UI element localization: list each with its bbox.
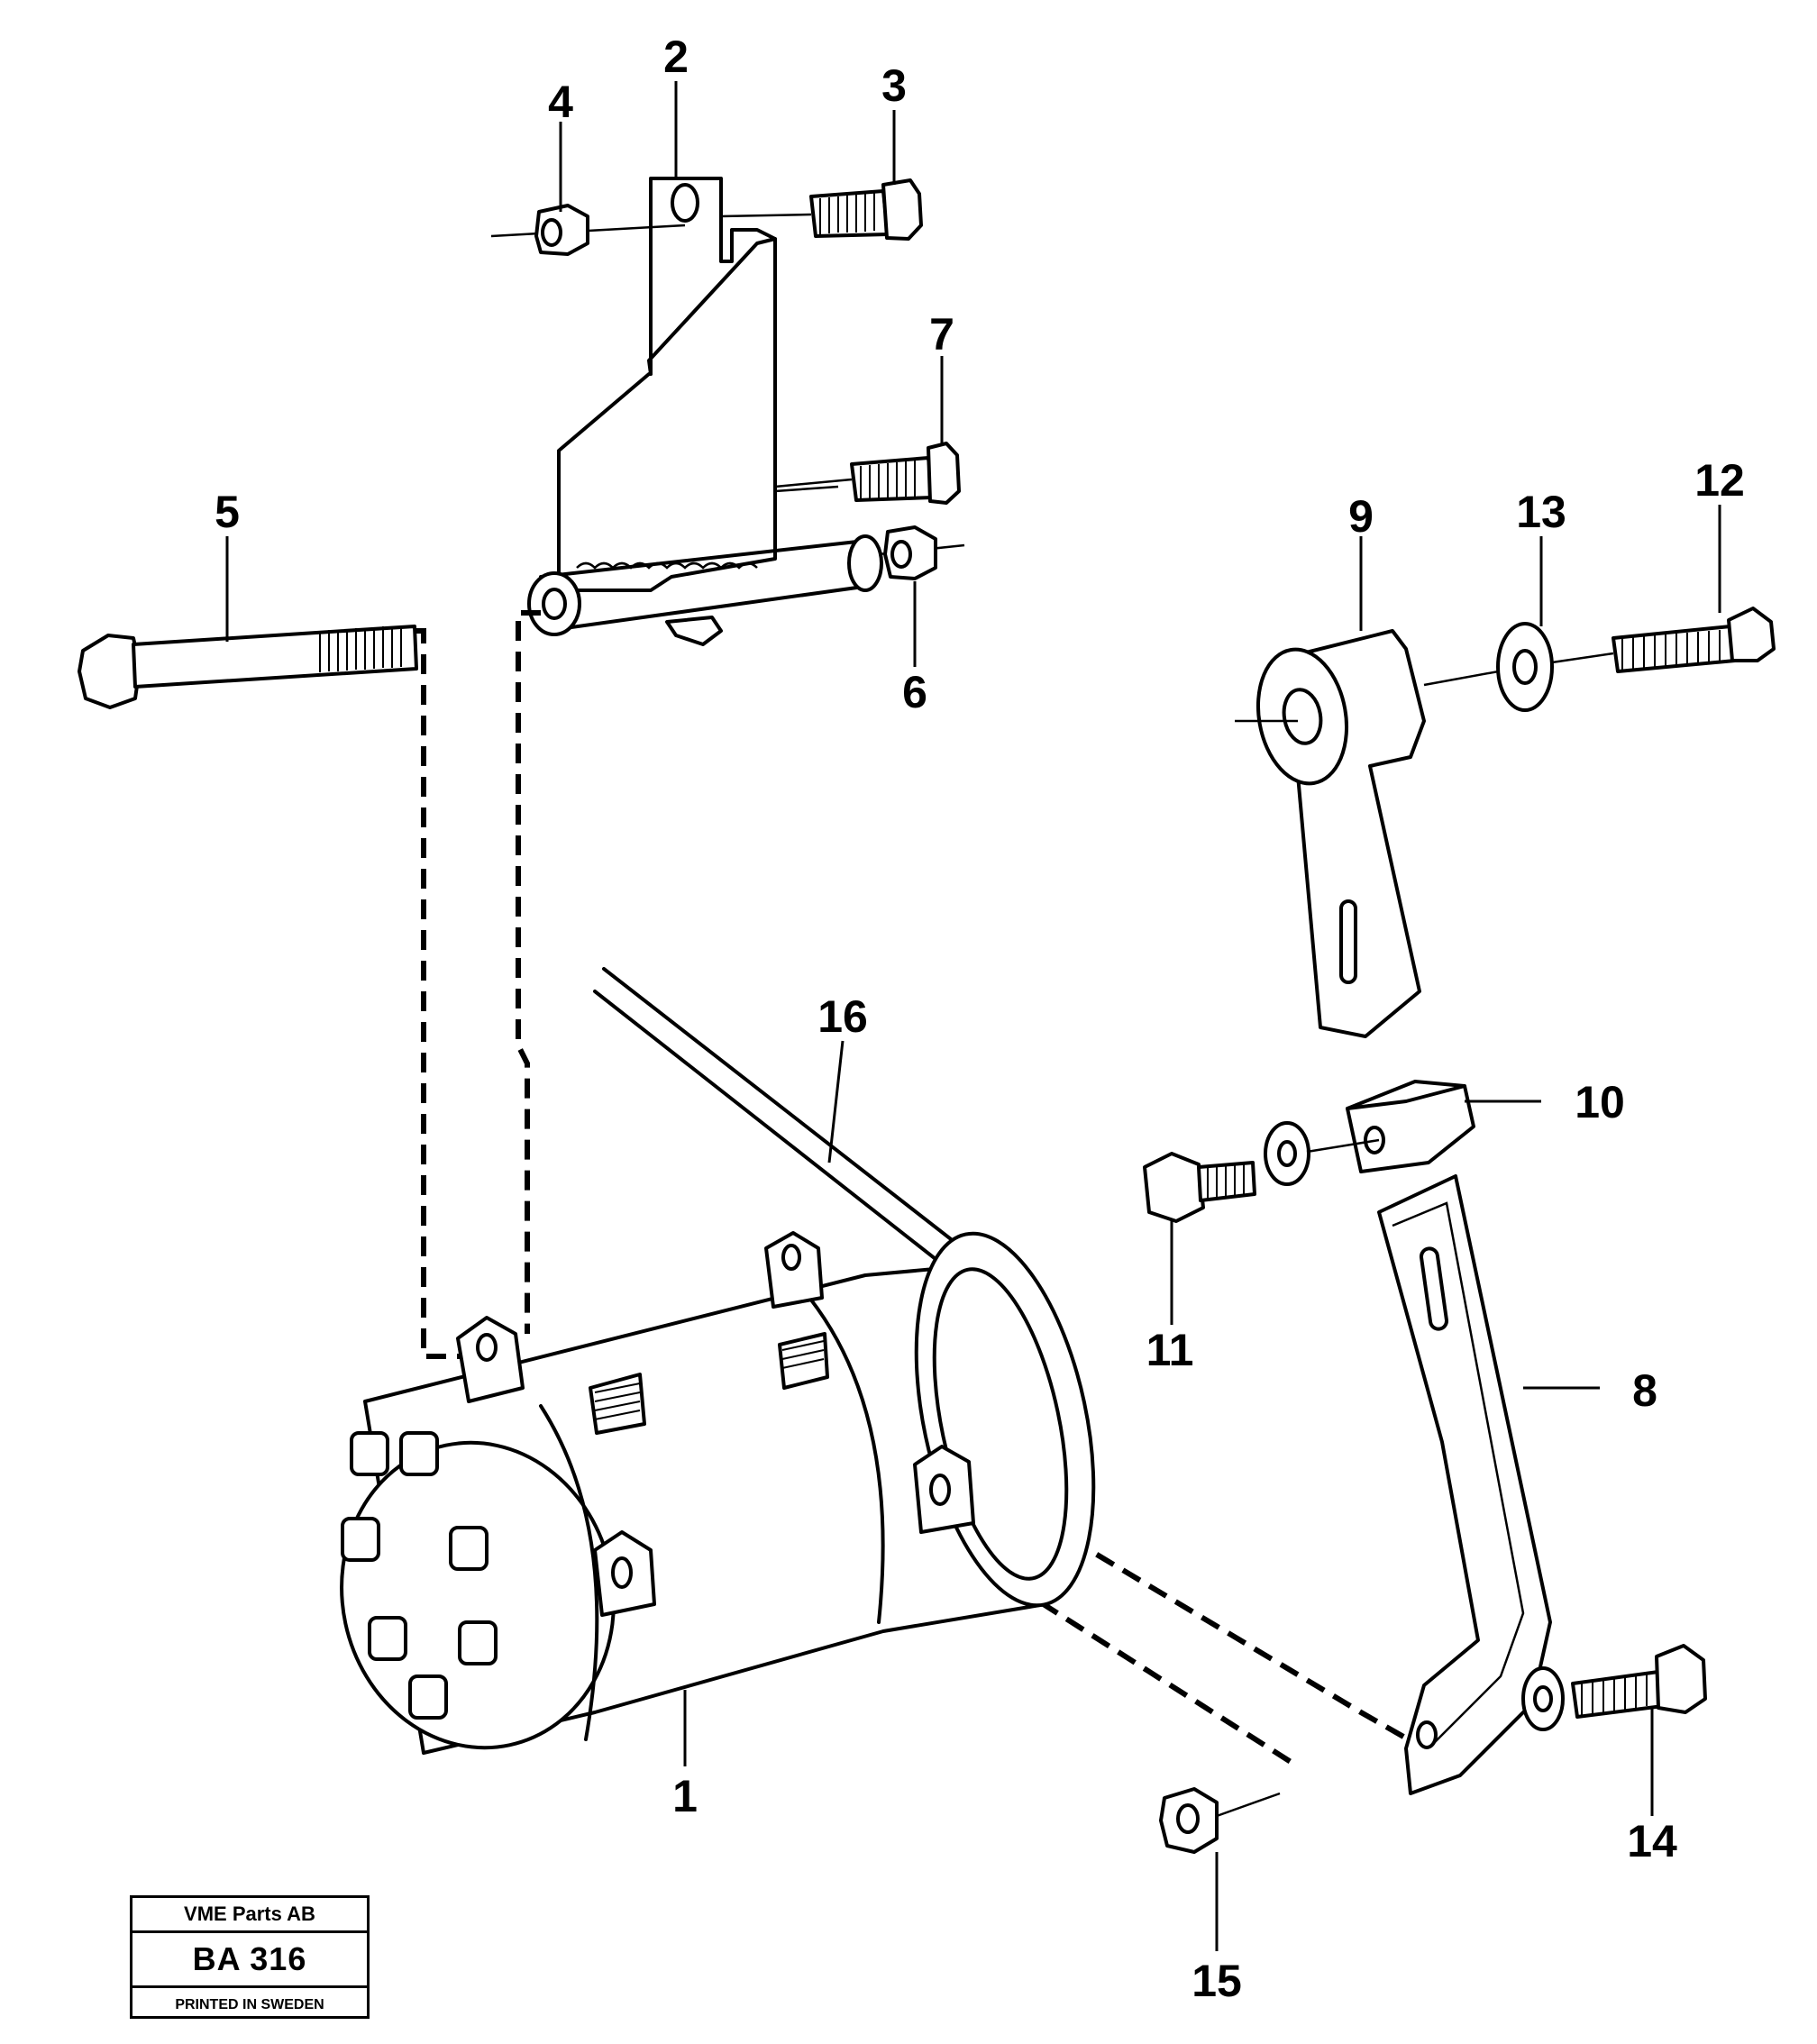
part-14-screw (1521, 1644, 1707, 1731)
callout-8: 8 (1632, 1365, 1657, 1416)
callouts: 2 3 4 5 6 7 9 13 12 16 10 11 8 1 14 15 (215, 32, 1745, 2006)
callout-4: 4 (548, 77, 573, 127)
pump-cover-bolts (341, 1431, 498, 1720)
callout-2: 2 (663, 32, 689, 82)
callout-12: 12 (1694, 455, 1745, 506)
part-10-clamp (1346, 1080, 1475, 1173)
part-12-screw (1612, 607, 1776, 673)
callout-16: 16 (817, 991, 868, 1042)
part-8-strap (1377, 1174, 1552, 1795)
pump-ports (589, 1332, 829, 1435)
callout-1: 1 (672, 1771, 698, 1821)
part-3-screw (720, 178, 923, 241)
printed-note: PRINTED IN SWEDEN (175, 1996, 324, 2012)
callout-6: 6 (902, 667, 927, 717)
part-16-belt (593, 967, 993, 1291)
part-2-bracket (527, 177, 883, 646)
company-name: VME Parts AB (132, 1898, 367, 1933)
title-block: VME Parts AB BA 316 PRINTED IN SWEDEN (130, 1895, 370, 2019)
drawing-code: BA 316 (132, 1933, 367, 1988)
callout-7: 7 (929, 309, 954, 360)
callout-14: 14 (1627, 1816, 1677, 1866)
part-11-screw (1143, 1121, 1380, 1223)
callout-10: 10 (1575, 1077, 1625, 1127)
callout-11: 11 (1146, 1325, 1194, 1375)
part-1-pump (340, 1231, 1096, 1755)
callout-9: 9 (1348, 491, 1374, 542)
part-15-nut (1159, 1787, 1281, 1854)
callout-15: 15 (1192, 1956, 1242, 2006)
part-13-washer (1496, 622, 1614, 712)
part-5-bolt (78, 625, 418, 709)
part-4-nut (490, 204, 686, 256)
callout-3: 3 (881, 60, 907, 111)
callout-13: 13 (1516, 487, 1566, 537)
callout-5: 5 (215, 487, 240, 537)
pump-lugs (456, 1231, 975, 1617)
leader-lines (225, 81, 1721, 1951)
part-7-screw (774, 442, 961, 505)
part-6-nut (878, 525, 965, 580)
part-9-tensioner-arm (1235, 629, 1524, 1038)
